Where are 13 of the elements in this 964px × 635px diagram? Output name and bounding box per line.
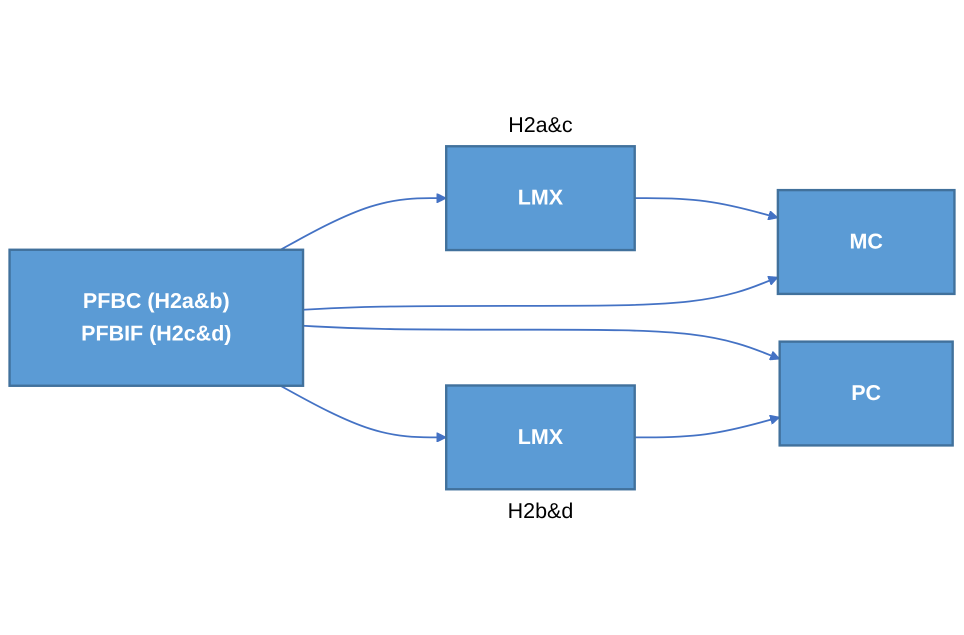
arrow (280, 384, 447, 442)
node-box: LMX (445, 144, 636, 251)
arrow (634, 414, 780, 438)
arrow (280, 192, 447, 250)
arrow (303, 276, 778, 310)
node-box: MC (776, 188, 956, 295)
hypothesis-label: H2a&c (508, 112, 573, 137)
node-box: PFBC (H2a&b) PFBIF (H2c&d) (8, 248, 304, 387)
node-box: LMX (445, 384, 636, 490)
node-box: PC (778, 340, 954, 446)
arrow (303, 324, 780, 360)
arrow (634, 197, 778, 220)
hypothesis-label: H2b&d (508, 498, 574, 523)
